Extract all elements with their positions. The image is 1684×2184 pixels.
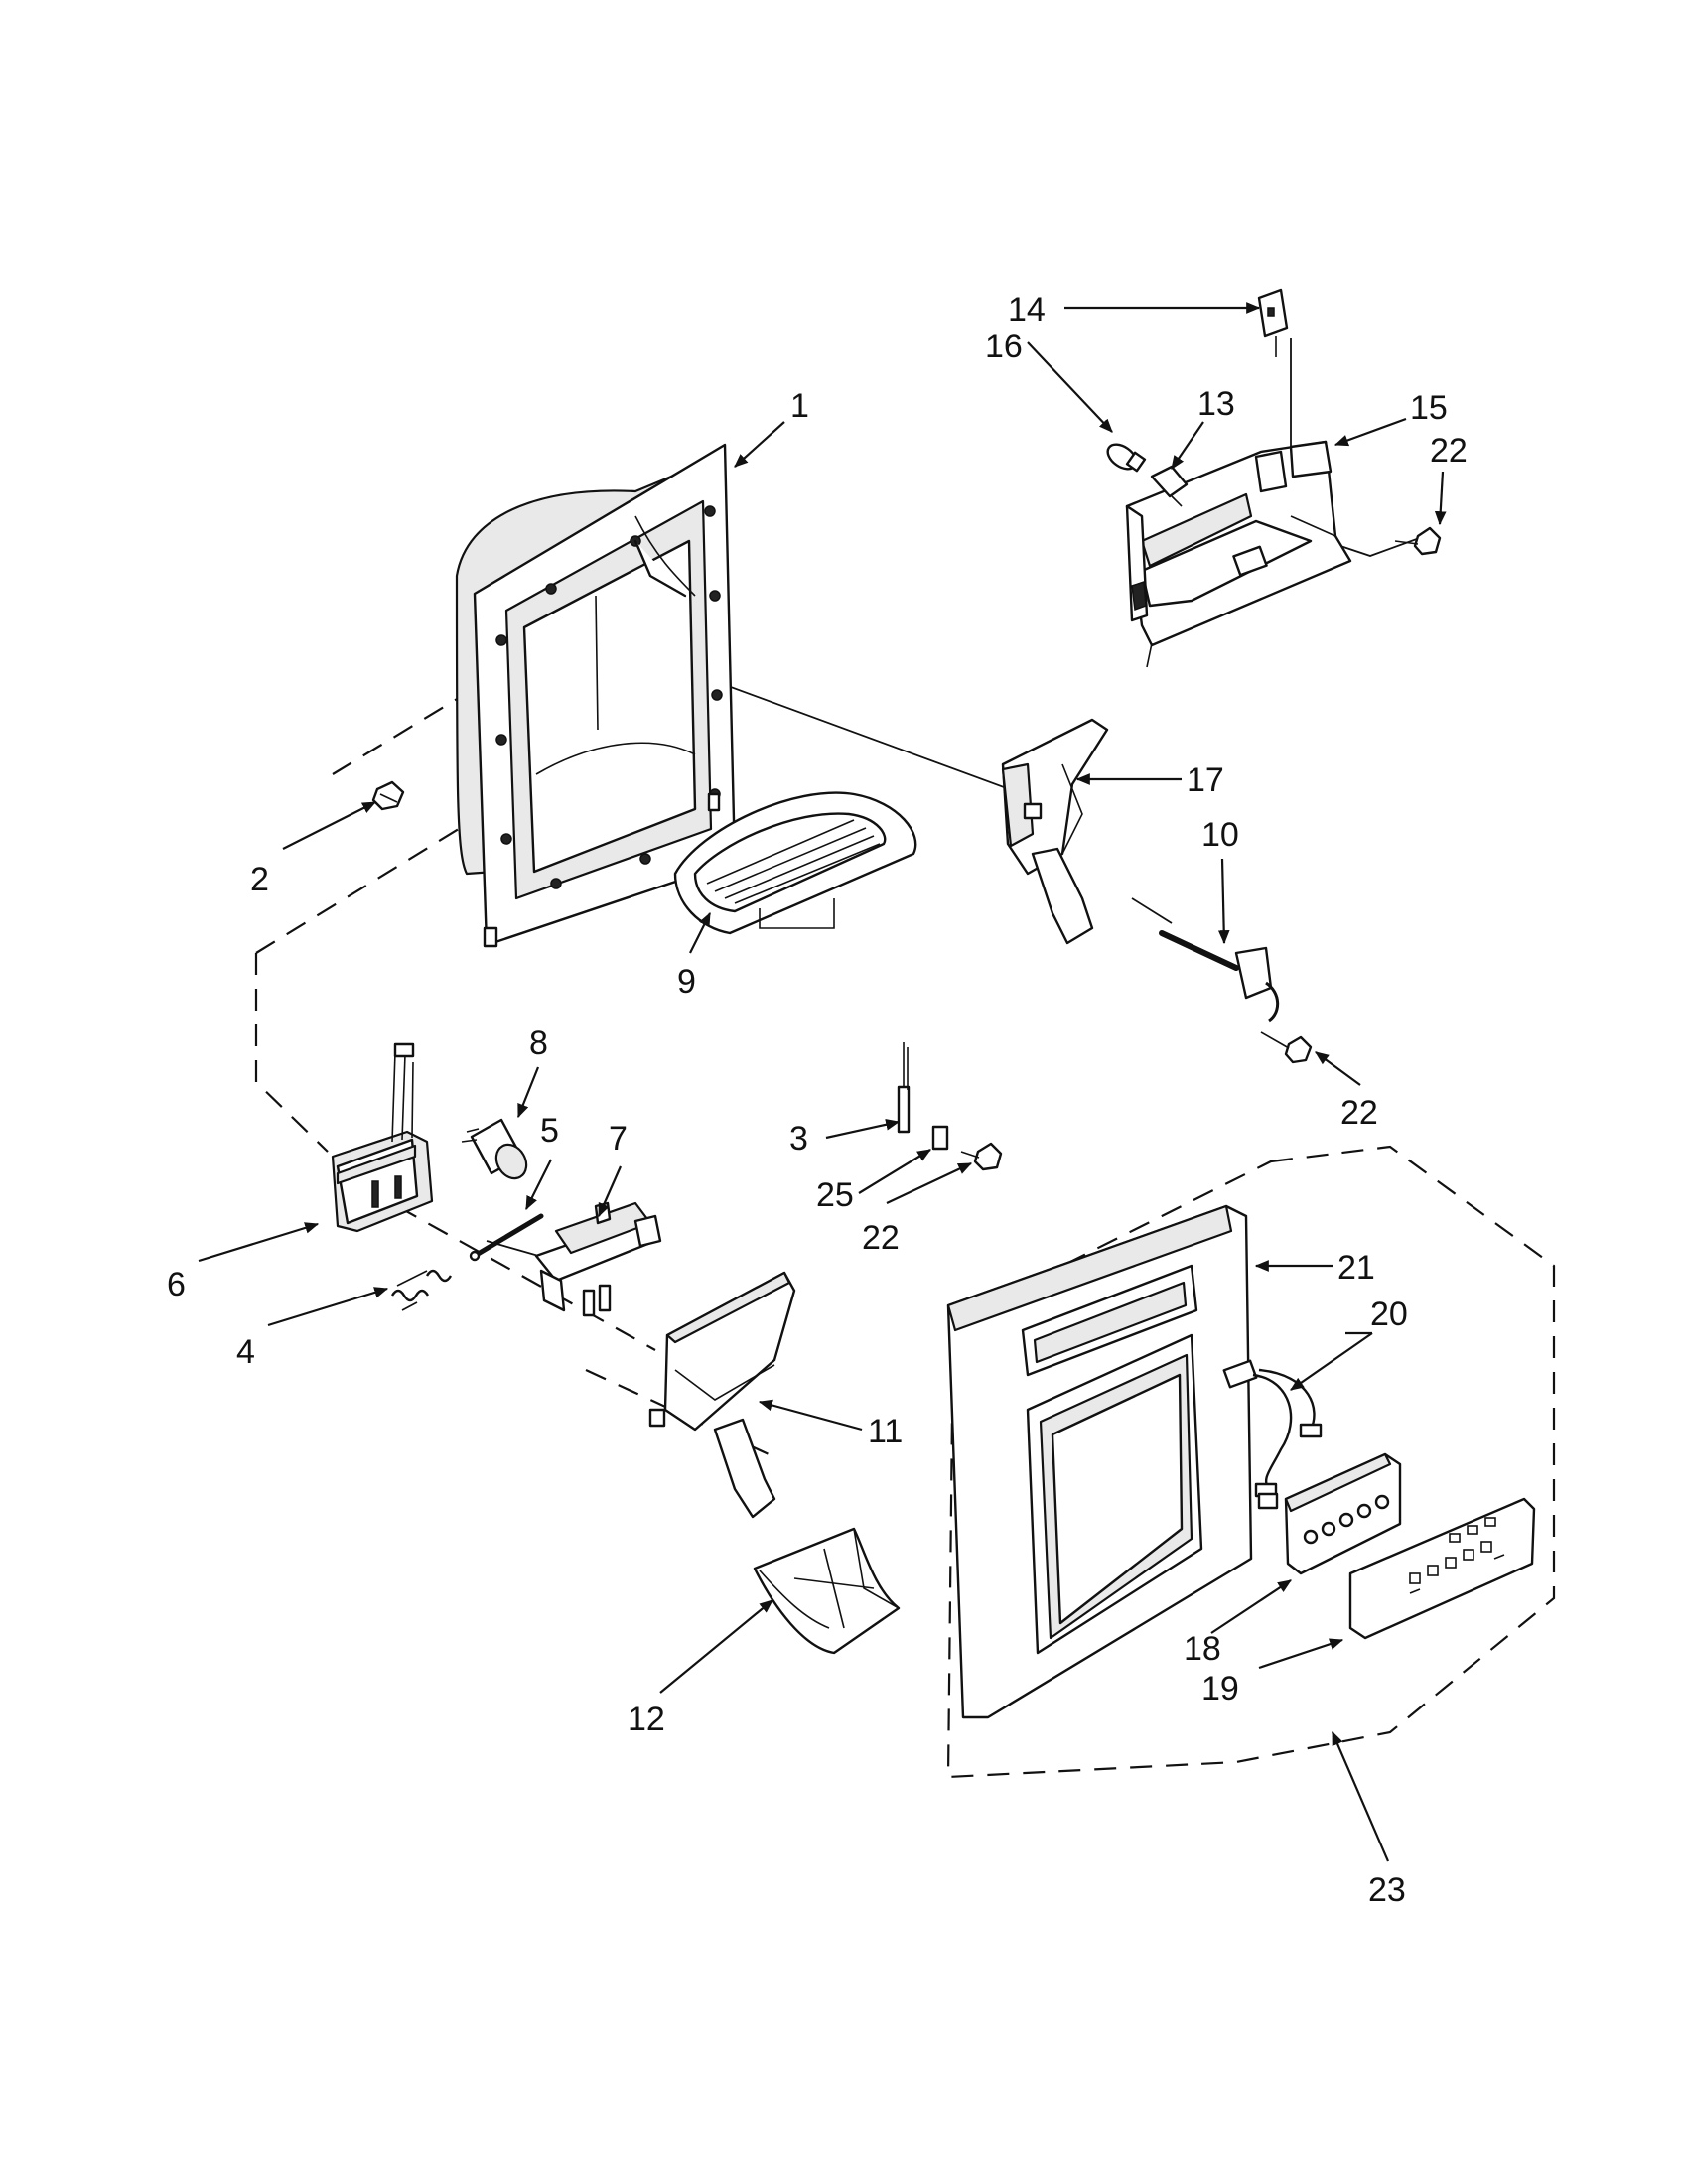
callout-8: 8 <box>529 1024 548 1062</box>
water-tube <box>1159 930 1280 1023</box>
solenoid <box>461 1118 528 1180</box>
dispenser-housing <box>455 443 737 948</box>
motor-assembly <box>331 1042 434 1233</box>
control-overlay <box>1348 1497 1536 1640</box>
callout-17: 17 <box>1187 761 1224 799</box>
callout-4: 4 <box>236 1333 255 1371</box>
callout-2: 2 <box>250 861 269 898</box>
wire-harness <box>1222 1359 1323 1498</box>
actuator-bracket <box>534 1201 662 1317</box>
callout-6: 6 <box>167 1266 186 1303</box>
callout-16: 16 <box>985 328 1023 365</box>
lamp-socket <box>1150 465 1189 507</box>
callout-15: 15 <box>1410 389 1448 427</box>
callout-18: 18 <box>1184 1630 1221 1668</box>
callout-5: 5 <box>540 1112 559 1150</box>
callout-9: 9 <box>677 963 696 1001</box>
callout-19: 19 <box>1201 1670 1239 1707</box>
callout-10: 10 <box>1201 816 1239 854</box>
callout-23: 23 <box>1368 1871 1406 1909</box>
leader-lines <box>198 302 1447 1862</box>
light-bulb <box>1106 443 1147 473</box>
callout-1: 1 <box>790 387 809 425</box>
callout-12: 12 <box>628 1701 665 1738</box>
callout-21: 21 <box>1337 1249 1375 1287</box>
callout-22-right: 22 <box>1340 1094 1378 1132</box>
screw-22-b <box>1260 1031 1313 1064</box>
rod <box>469 1213 544 1262</box>
grille <box>673 791 917 935</box>
callout-14: 14 <box>1008 291 1046 329</box>
insulator-25 <box>931 1125 949 1151</box>
callout-3: 3 <box>789 1120 808 1158</box>
screw-22-a <box>1394 526 1442 556</box>
callout-20: 20 <box>1370 1296 1408 1333</box>
callout-7: 7 <box>609 1120 628 1158</box>
callout-22-center: 22 <box>862 1219 900 1257</box>
water-paddle <box>1001 718 1109 945</box>
ice-chute <box>753 1527 901 1655</box>
clip-3 <box>897 1042 911 1134</box>
switch-14 <box>1257 288 1289 357</box>
control-board <box>1257 1452 1402 1575</box>
light-housing <box>1125 440 1352 668</box>
assembly-23-outline <box>946 1145 1556 1779</box>
callout-25: 25 <box>816 1176 854 1214</box>
screw-22-c <box>960 1142 1003 1171</box>
callout-22-top: 22 <box>1430 432 1468 470</box>
front-panel <box>946 1204 1253 1719</box>
spring <box>390 1269 453 1311</box>
callout-11: 11 <box>868 1413 903 1450</box>
callout-13: 13 <box>1197 385 1235 423</box>
screw-2 <box>371 780 405 811</box>
callout-labels: 1 2 3 4 5 6 7 8 9 10 11 12 13 14 15 16 1… <box>167 291 1468 1909</box>
ice-paddle <box>648 1271 796 1519</box>
